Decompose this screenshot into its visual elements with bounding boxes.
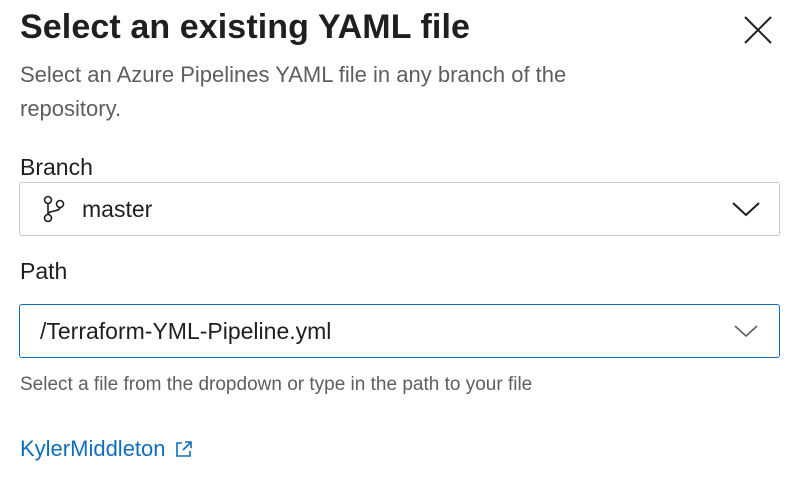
external-link-icon (174, 439, 194, 459)
path-helper-text: Select a file from the dropdown or type … (20, 374, 533, 395)
git-branch-icon (42, 194, 66, 224)
repository-link[interactable]: KylerMiddleton (20, 436, 194, 462)
dialog-title: Select an existing YAML file (20, 8, 471, 46)
branch-dropdown[interactable]: master (19, 182, 780, 236)
path-label: Path (20, 258, 68, 284)
chevron-down-icon[interactable] (731, 321, 761, 341)
path-combobox[interactable]: /Terraform-YML-Pipeline.yml (19, 304, 780, 358)
close-icon (744, 16, 772, 44)
close-button[interactable] (742, 14, 774, 46)
branch-value: master (82, 195, 153, 222)
path-input[interactable]: /Terraform-YML-Pipeline.yml (40, 317, 332, 344)
chevron-down-icon[interactable] (731, 199, 761, 219)
repository-link-text: KylerMiddleton (20, 436, 166, 461)
branch-label: Branch (20, 154, 93, 180)
dialog-description: Select an Azure Pipelines YAML file in a… (20, 62, 567, 121)
